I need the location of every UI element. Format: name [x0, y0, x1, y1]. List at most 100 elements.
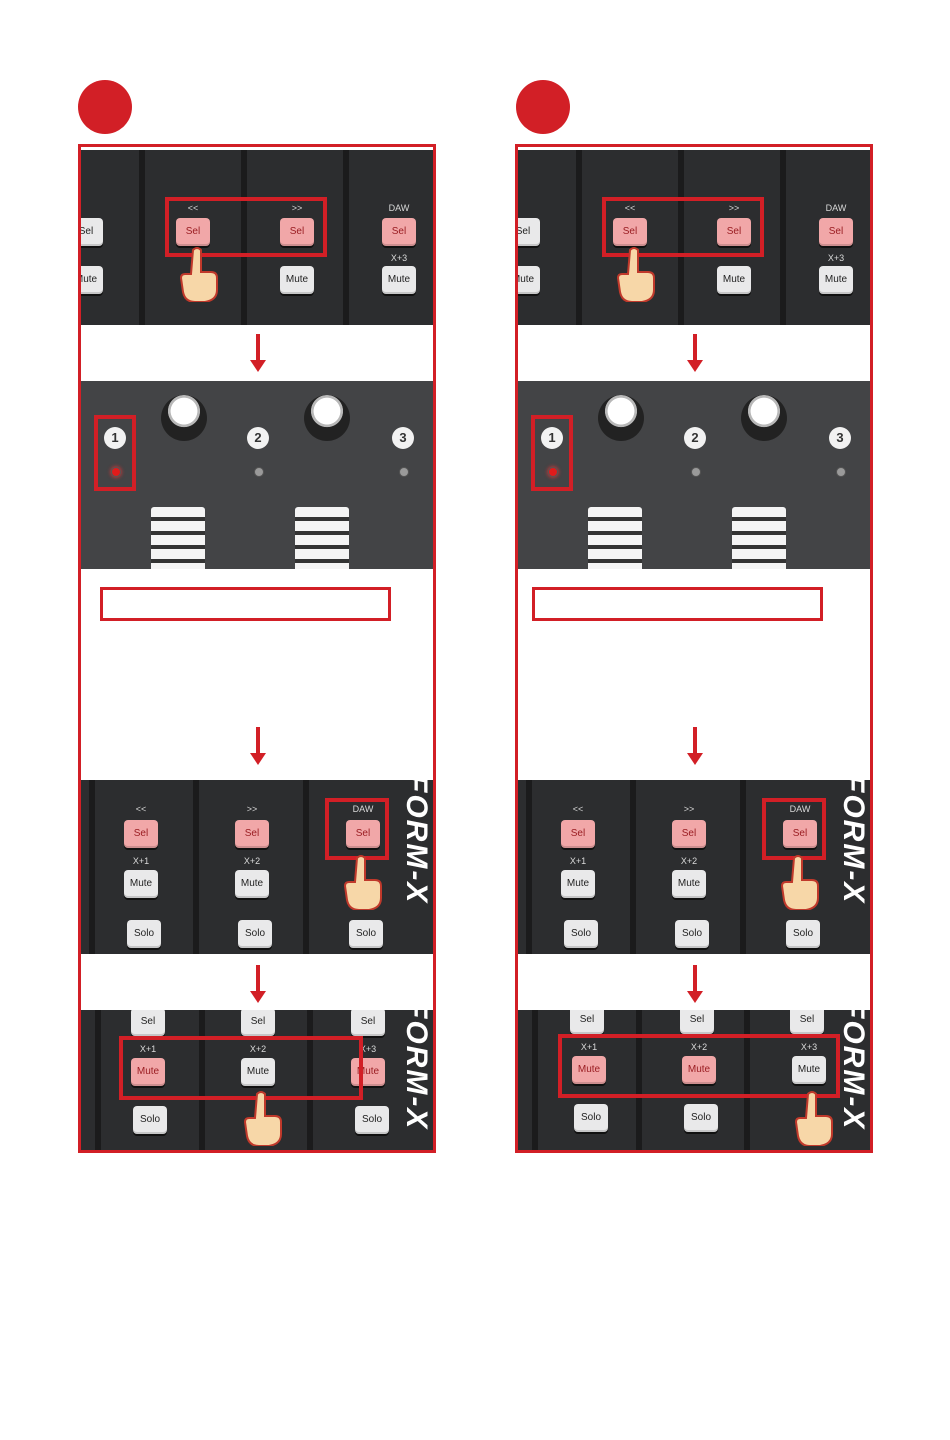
solo-button-1[interactable]: Solo	[127, 920, 161, 948]
sel-button-daw[interactable]: Sel	[819, 218, 853, 246]
down-arrow-icon	[250, 727, 266, 765]
instruction-panel-left: Sel Mute << Sel >> Sel Mute DAW Sel X+3 …	[78, 144, 436, 1153]
fader-2[interactable]	[295, 507, 349, 569]
daw-sel-photo: << Sel X+1 Mute Solo >> Sel X+2 Mute Sol…	[81, 780, 433, 954]
solo-button-1[interactable]: Solo	[133, 1106, 167, 1134]
daw-label: DAW	[388, 203, 410, 213]
channel-number-1: 1	[541, 427, 563, 449]
solo-button-3[interactable]: Solo	[349, 920, 383, 948]
sel-button-3[interactable]: Sel	[351, 1010, 385, 1036]
down-arrow-icon	[687, 727, 703, 765]
x2-label: X+2	[249, 1044, 267, 1054]
sel-buttons-photo: Sel Mute << Sel >> Sel Mute DAW Sel X+3 …	[518, 150, 870, 325]
sel-button-1[interactable]: Sel	[131, 1010, 165, 1036]
device-strips	[81, 150, 433, 325]
mute-button-x2[interactable]: Mute	[235, 870, 269, 898]
knob-2[interactable]	[741, 395, 787, 441]
solo-button-1[interactable]: Solo	[574, 1104, 608, 1132]
mute-button-x1[interactable]: Mute	[131, 1058, 165, 1086]
sel-button-2[interactable]: Sel	[680, 1010, 714, 1034]
brand-logo: FORM-X	[837, 1010, 870, 1131]
prev-label: <<	[187, 203, 199, 213]
channel-led-photo: 1 2 3	[518, 381, 870, 569]
mute-button-x3[interactable]: Mute	[819, 266, 853, 294]
sel-button-next[interactable]: Sel	[672, 820, 706, 848]
pointing-hand-icon	[179, 247, 218, 302]
sel-button-daw[interactable]: Sel	[346, 820, 380, 848]
mute-button[interactable]: Mute	[717, 266, 751, 294]
sel-button-daw[interactable]: Sel	[382, 218, 416, 246]
channel-led-1	[111, 467, 121, 477]
channel-number-3: 3	[392, 427, 414, 449]
x3-label: X+3	[359, 1044, 377, 1054]
sel-button-next[interactable]: Sel	[280, 218, 314, 246]
down-arrow-icon	[250, 965, 266, 1003]
pointing-hand-icon	[343, 855, 382, 910]
pointing-hand-icon	[243, 1091, 282, 1146]
sel-buttons-photo: Sel Mute << Sel >> Sel Mute DAW Sel X+3 …	[81, 150, 433, 325]
mute-button-x1[interactable]: Mute	[561, 870, 595, 898]
solo-button-2[interactable]: Solo	[238, 920, 272, 948]
sel-button-next[interactable]: Sel	[235, 820, 269, 848]
sel-button-2[interactable]: Sel	[241, 1010, 275, 1036]
caption-box	[100, 587, 391, 621]
solo-button-2[interactable]: Solo	[684, 1104, 718, 1132]
solo-button-1[interactable]: Solo	[564, 920, 598, 948]
channel-number-3: 3	[829, 427, 851, 449]
mute-button-x2[interactable]: Mute	[241, 1058, 275, 1086]
channel-number-2: 2	[684, 427, 706, 449]
sel-button-next[interactable]: Sel	[717, 218, 751, 246]
instruction-panel-right: Sel Mute << Sel >> Sel Mute DAW Sel X+3 …	[515, 144, 873, 1153]
x3-label: X+3	[390, 253, 408, 263]
device-strips	[518, 150, 870, 325]
daw-label: DAW	[352, 804, 374, 814]
knob-2[interactable]	[304, 395, 350, 441]
solo-button-2[interactable]: Solo	[675, 920, 709, 948]
channel-led-3	[399, 467, 409, 477]
mute-button-x1[interactable]: Mute	[572, 1056, 606, 1084]
solo-button-3[interactable]: Solo	[355, 1106, 389, 1134]
knob-1[interactable]	[161, 395, 207, 441]
mute-button-x3[interactable]: Mute	[382, 266, 416, 294]
fader-1[interactable]	[588, 507, 642, 569]
next-label: >>	[246, 804, 258, 814]
sel-button-1[interactable]: Sel	[570, 1010, 604, 1034]
channel-led-1	[548, 467, 558, 477]
channel-led-3	[836, 467, 846, 477]
mute-button-partial[interactable]: Mute	[81, 266, 103, 294]
fader-2[interactable]	[732, 507, 786, 569]
x3-label: X+3	[827, 253, 845, 263]
mute-button-x3[interactable]: Mute	[792, 1056, 826, 1084]
mute-button[interactable]: Mute	[280, 266, 314, 294]
mute-button-x3[interactable]: Mute	[351, 1058, 385, 1086]
step-badge-right	[516, 80, 570, 134]
mute-row-photo: Sel Sel Sel X+1 Mute X+2 Mute X+3 Mute S…	[81, 1010, 433, 1150]
daw-label: DAW	[825, 203, 847, 213]
channel-led-photo: 1 2 3	[81, 381, 433, 569]
sel-button-prev[interactable]: Sel	[613, 218, 647, 246]
sel-button-partial[interactable]: Sel	[81, 218, 103, 246]
knob-1[interactable]	[598, 395, 644, 441]
channel-number-2: 2	[247, 427, 269, 449]
mute-button-partial[interactable]: Mute	[518, 266, 540, 294]
sel-button-daw[interactable]: Sel	[783, 820, 817, 848]
channel-led-2	[691, 467, 701, 477]
daw-sel-photo: << Sel X+1 Mute Solo >> Sel X+2 Mute Sol…	[518, 780, 870, 954]
sel-button-prev[interactable]: Sel	[561, 820, 595, 848]
sel-button-partial[interactable]: Sel	[518, 218, 540, 246]
down-arrow-icon	[687, 334, 703, 372]
down-arrow-icon	[687, 965, 703, 1003]
sel-button-prev[interactable]: Sel	[176, 218, 210, 246]
mute-button-x2[interactable]: Mute	[682, 1056, 716, 1084]
fader-1[interactable]	[151, 507, 205, 569]
x3-label: X+3	[800, 1042, 818, 1052]
caption-box	[532, 587, 823, 621]
mute-button-x2[interactable]: Mute	[672, 870, 706, 898]
sel-button-3[interactable]: Sel	[790, 1010, 824, 1034]
x2-label: X+2	[243, 856, 261, 866]
sel-button-prev[interactable]: Sel	[124, 820, 158, 848]
mute-button-x1[interactable]: Mute	[124, 870, 158, 898]
solo-button-3[interactable]: Solo	[786, 920, 820, 948]
x2-label: X+2	[680, 856, 698, 866]
x2-label: X+2	[690, 1042, 708, 1052]
